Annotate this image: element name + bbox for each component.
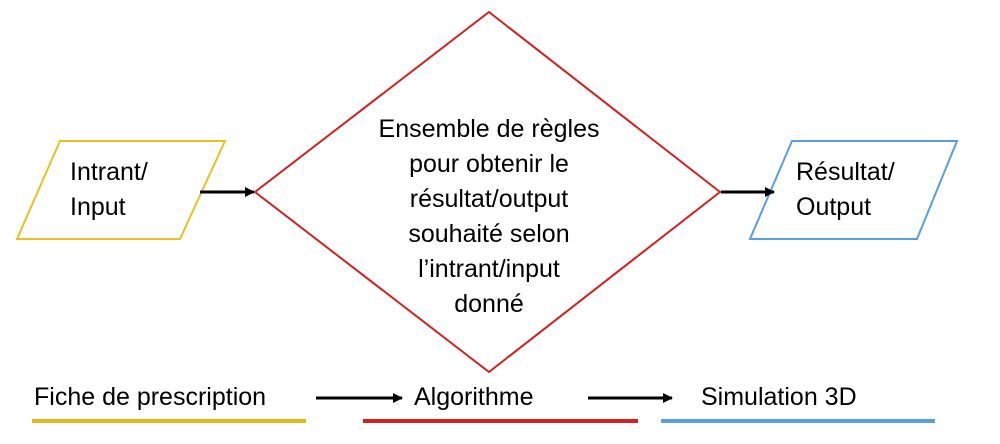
output-parallelogram <box>748 140 959 240</box>
rules-line: l’intrant/input <box>418 255 560 283</box>
output-label: Résultat/ Output <box>796 155 895 225</box>
output-label-line1: Résultat/ <box>796 158 895 186</box>
rules-line: donné <box>454 290 524 318</box>
rules-line: résultat/output <box>409 185 569 213</box>
pipeline-step-algorithm: Algorithme <box>414 383 534 411</box>
rules-label: Ensemble de règles pour obtenir le résul… <box>339 112 639 322</box>
rules-line: souhaité selon <box>408 220 570 248</box>
pipeline-step-simulation: Simulation 3D <box>701 383 857 411</box>
input-label-line1: Intrant/ <box>70 158 148 186</box>
output-label-line2: Output <box>796 193 872 221</box>
input-label-line2: Input <box>70 193 126 221</box>
pipeline-step-prescription: Fiche de prescription <box>34 383 267 411</box>
input-label: Intrant/ Input <box>70 155 148 225</box>
input-parallelogram <box>15 140 227 240</box>
rules-diamond <box>253 10 722 374</box>
rules-line: Ensemble de règles <box>378 115 600 143</box>
rules-line: pour obtenir le <box>409 150 569 178</box>
